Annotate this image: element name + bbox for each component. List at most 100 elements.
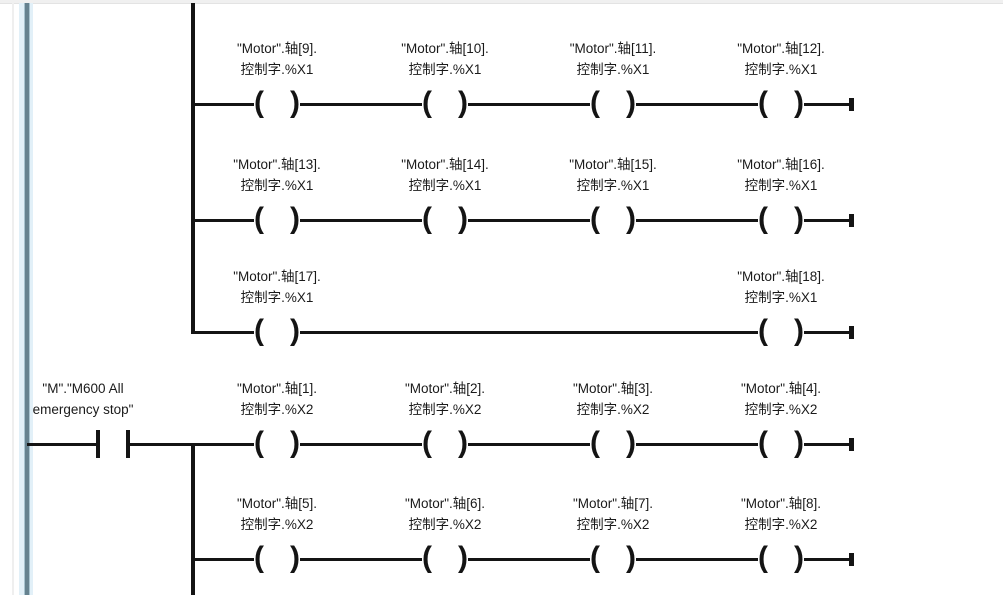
- coil-icon[interactable]: (): [422, 426, 468, 462]
- operand-label[interactable]: "Motor".轴[17]. 控制字.%X1: [187, 267, 367, 308]
- operand-label[interactable]: "Motor".轴[16]. 控制字.%X1: [691, 155, 871, 196]
- coil-icon[interactable]: (): [422, 86, 468, 122]
- network1-row1-end-tick: [849, 98, 854, 111]
- operand-label[interactable]: "Motor".轴[12]. 控制字.%X1: [691, 39, 871, 80]
- coil-close-paren: ): [290, 426, 300, 459]
- operand-line1: "Motor".轴[13].: [233, 157, 321, 172]
- coil-open-paren: (: [254, 426, 264, 459]
- network2-row1-end-tick: [849, 438, 854, 451]
- operand-line2: 控制字.%X1: [744, 177, 818, 193]
- coil-icon[interactable]: (): [590, 202, 636, 238]
- coil-open-paren: (: [254, 541, 264, 574]
- coil-icon[interactable]: (): [590, 86, 636, 122]
- coil-icon[interactable]: (): [254, 314, 300, 350]
- coil-icon[interactable]: (): [758, 541, 804, 577]
- network1-branch-rail: [191, 3, 195, 334]
- operand-label[interactable]: "Motor".轴[11]. 控制字.%X1: [523, 39, 703, 80]
- operand-line2: 控制字.%X2: [576, 401, 650, 417]
- coil-icon[interactable]: (): [758, 202, 804, 238]
- operand-line2: 控制字.%X1: [240, 177, 314, 193]
- operand-label[interactable]: "Motor".轴[18]. 控制字.%X1: [691, 267, 871, 308]
- coil-close-paren: ): [626, 86, 636, 119]
- network1-row2-end-tick: [849, 214, 854, 227]
- operand-label[interactable]: "Motor".轴[3]. 控制字.%X2: [523, 379, 703, 420]
- coil-close-paren: ): [290, 314, 300, 347]
- operand-line1: "M"."M600 All: [42, 381, 124, 396]
- network2-row2-wire: [193, 558, 853, 561]
- operand-line2: emergency stop": [32, 401, 134, 417]
- coil-icon[interactable]: (): [422, 541, 468, 577]
- operand-label[interactable]: "Motor".轴[7]. 控制字.%X2: [523, 494, 703, 535]
- operand-line1: "Motor".轴[3].: [572, 381, 654, 396]
- editor-gutter-line: [12, 3, 14, 595]
- coil-open-paren: (: [590, 86, 600, 119]
- network1-row2-wire: [193, 219, 853, 222]
- coil-icon[interactable]: (): [254, 86, 300, 122]
- operand-label[interactable]: "Motor".轴[10]. 控制字.%X1: [355, 39, 535, 80]
- operand-label[interactable]: "Motor".轴[15]. 控制字.%X1: [523, 155, 703, 196]
- coil-icon[interactable]: (): [422, 202, 468, 238]
- coil-icon[interactable]: (): [590, 541, 636, 577]
- network1-row3-wire: [193, 331, 853, 334]
- operand-line1: "Motor".轴[6].: [404, 496, 486, 511]
- operand-line2: 控制字.%X1: [576, 61, 650, 77]
- operand-line1: "Motor".轴[17].: [233, 269, 321, 284]
- operand-line2: 控制字.%X2: [408, 401, 482, 417]
- operand-line1: "Motor".轴[12].: [737, 41, 825, 56]
- coil-open-paren: (: [758, 541, 768, 574]
- coil-icon[interactable]: (): [254, 426, 300, 462]
- coil-open-paren: (: [590, 426, 600, 459]
- coil-icon[interactable]: (): [758, 426, 804, 462]
- network2-row2-end-tick: [849, 553, 854, 566]
- coil-open-paren: (: [254, 86, 264, 119]
- operand-line2: 控制字.%X1: [744, 289, 818, 305]
- no-contact-icon[interactable]: [96, 430, 130, 458]
- coil-open-paren: (: [758, 314, 768, 347]
- operand-label[interactable]: "Motor".轴[9]. 控制字.%X1: [187, 39, 367, 80]
- coil-close-paren: ): [794, 202, 804, 235]
- operand-line2: 控制字.%X2: [240, 401, 314, 417]
- coil-icon[interactable]: (): [758, 314, 804, 350]
- coil-icon[interactable]: (): [590, 426, 636, 462]
- operand-line2: 控制字.%X2: [744, 516, 818, 532]
- operand-line1: "Motor".轴[9].: [236, 41, 318, 56]
- coil-close-paren: ): [794, 426, 804, 459]
- operand-line1: "Motor".轴[7].: [572, 496, 654, 511]
- coil-close-paren: ): [626, 202, 636, 235]
- coil-open-paren: (: [590, 541, 600, 574]
- operand-line1: "Motor".轴[2].: [404, 381, 486, 396]
- operand-label[interactable]: "Motor".轴[14]. 控制字.%X1: [355, 155, 535, 196]
- network1-row1-wire: [193, 103, 853, 106]
- coil-open-paren: (: [254, 202, 264, 235]
- coil-close-paren: ): [290, 541, 300, 574]
- operand-label[interactable]: "Motor".轴[6]. 控制字.%X2: [355, 494, 535, 535]
- operand-label[interactable]: "Motor".轴[4]. 控制字.%X2: [691, 379, 871, 420]
- operand-line2: 控制字.%X1: [408, 177, 482, 193]
- operand-label[interactable]: "Motor".轴[5]. 控制字.%X2: [187, 494, 367, 535]
- coil-open-paren: (: [758, 202, 768, 235]
- operand-line2: 控制字.%X2: [576, 516, 650, 532]
- operand-line1: "Motor".轴[10].: [401, 41, 489, 56]
- contact-operand-label[interactable]: "M"."M600 All emergency stop": [8, 379, 158, 420]
- operand-label[interactable]: "Motor".轴[2]. 控制字.%X2: [355, 379, 535, 420]
- operand-line2: 控制字.%X2: [744, 401, 818, 417]
- coil-close-paren: ): [290, 202, 300, 235]
- coil-icon[interactable]: (): [254, 541, 300, 577]
- coil-open-paren: (: [422, 86, 432, 119]
- coil-close-paren: ): [794, 541, 804, 574]
- operand-line2: 控制字.%X2: [408, 516, 482, 532]
- operand-label[interactable]: "Motor".轴[13]. 控制字.%X1: [187, 155, 367, 196]
- coil-icon[interactable]: (): [758, 86, 804, 122]
- operand-line2: 控制字.%X2: [240, 516, 314, 532]
- coil-close-paren: ): [290, 86, 300, 119]
- operand-label[interactable]: "Motor".轴[1]. 控制字.%X2: [187, 379, 367, 420]
- operand-label[interactable]: "Motor".轴[8]. 控制字.%X2: [691, 494, 871, 535]
- coil-open-paren: (: [254, 314, 264, 347]
- window-top-strip: [0, 0, 1003, 4]
- coil-close-paren: ): [458, 86, 468, 119]
- power-rail: [24, 3, 30, 595]
- coil-open-paren: (: [422, 202, 432, 235]
- coil-icon[interactable]: (): [254, 202, 300, 238]
- coil-open-paren: (: [758, 86, 768, 119]
